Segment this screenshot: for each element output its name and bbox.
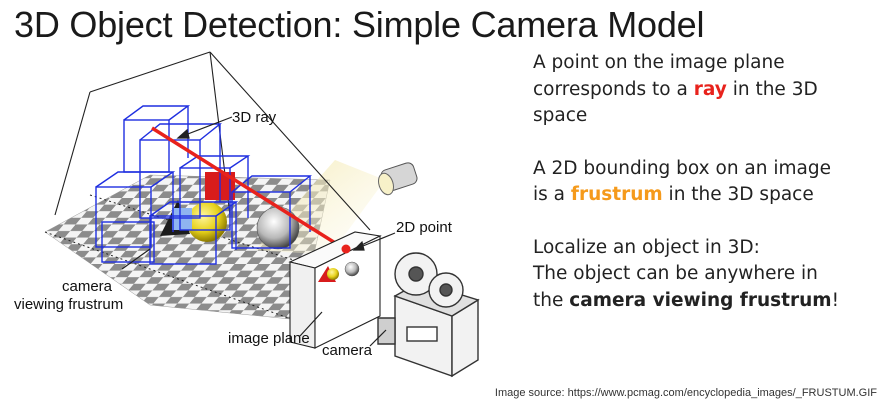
3d-ray	[151, 126, 341, 248]
explanation-paragraph: Localize an object in 3D: The object can …	[533, 235, 878, 315]
text-line: is a frustrum in the 3D space	[533, 182, 878, 209]
camera-frustum-figure: 3D ray 2D point camera viewing frustrum …	[14, 51, 480, 378]
text-segment: the	[533, 289, 570, 311]
slide-title: 3D Object Detection: Simple Camera Model	[14, 4, 705, 45]
image-plane	[288, 231, 382, 349]
camera-frustum-label-2: viewing frustrum	[14, 296, 123, 313]
image-source-credit: Image source: https://www.pcmag.com/ency…	[494, 387, 877, 399]
explanation-paragraph: A 2D bounding box on an image is a frustr…	[533, 156, 878, 209]
text-segment: in the 3D	[726, 78, 818, 100]
text-segment: in the 3D space	[662, 184, 814, 205]
text-segment: space	[533, 105, 588, 126]
spotlight-icon	[378, 162, 418, 196]
camera-frustum-label-1: camera	[62, 278, 113, 295]
text-line: Localize an object in 3D:	[533, 235, 878, 262]
text-line: corresponds to a ray in the 3D	[533, 77, 878, 104]
text-segment: is a	[533, 184, 571, 205]
camera-pointer	[369, 329, 387, 347]
text-line: The object can be anywhere in	[533, 261, 878, 288]
text-line: space	[533, 103, 878, 130]
camera-label: camera	[322, 342, 373, 359]
text-segment: Localize an object in 3D:	[533, 236, 760, 258]
textured-sphere	[256, 206, 300, 250]
text-line: A 2D bounding box on an image	[533, 156, 878, 183]
frustum-label-pointer	[121, 248, 151, 270]
text-segment: The object can be anywhere in	[533, 263, 818, 284]
ray-pointer	[179, 116, 233, 138]
highlight-orange: frustrum	[570, 184, 663, 205]
text-segment: corresponds to a	[533, 78, 694, 100]
yellow-sphere	[187, 202, 227, 242]
ray-label: 3D ray	[232, 109, 277, 126]
explanation-paragraph: A point on the image plane corresponds to…	[533, 50, 878, 130]
plane-yellow-dot	[327, 268, 339, 280]
blue-block	[172, 208, 192, 230]
text-segment: A 2D bounding box on an image	[533, 157, 831, 179]
text-line: A point on the image plane	[533, 50, 878, 77]
movie-camera-icon	[377, 252, 480, 378]
image-plane-pointer	[299, 311, 323, 337]
2d-point-dot	[341, 244, 351, 254]
text-segment: !	[831, 289, 839, 311]
point-pointer	[357, 232, 396, 249]
point-label: 2D point	[396, 219, 453, 236]
plane-white-dot	[344, 261, 360, 277]
frustum-dotted-lines	[44, 194, 326, 323]
highlight-bold: camera viewing frustrum	[569, 289, 832, 311]
explanation-text: A point on the image plane corresponds to…	[533, 50, 878, 340]
text-line: the camera viewing frustrum!	[533, 288, 878, 315]
text-segment: A point on the image plane	[533, 52, 785, 73]
highlight-red: ray	[693, 78, 727, 100]
image-plane-label: image plane	[228, 330, 310, 347]
